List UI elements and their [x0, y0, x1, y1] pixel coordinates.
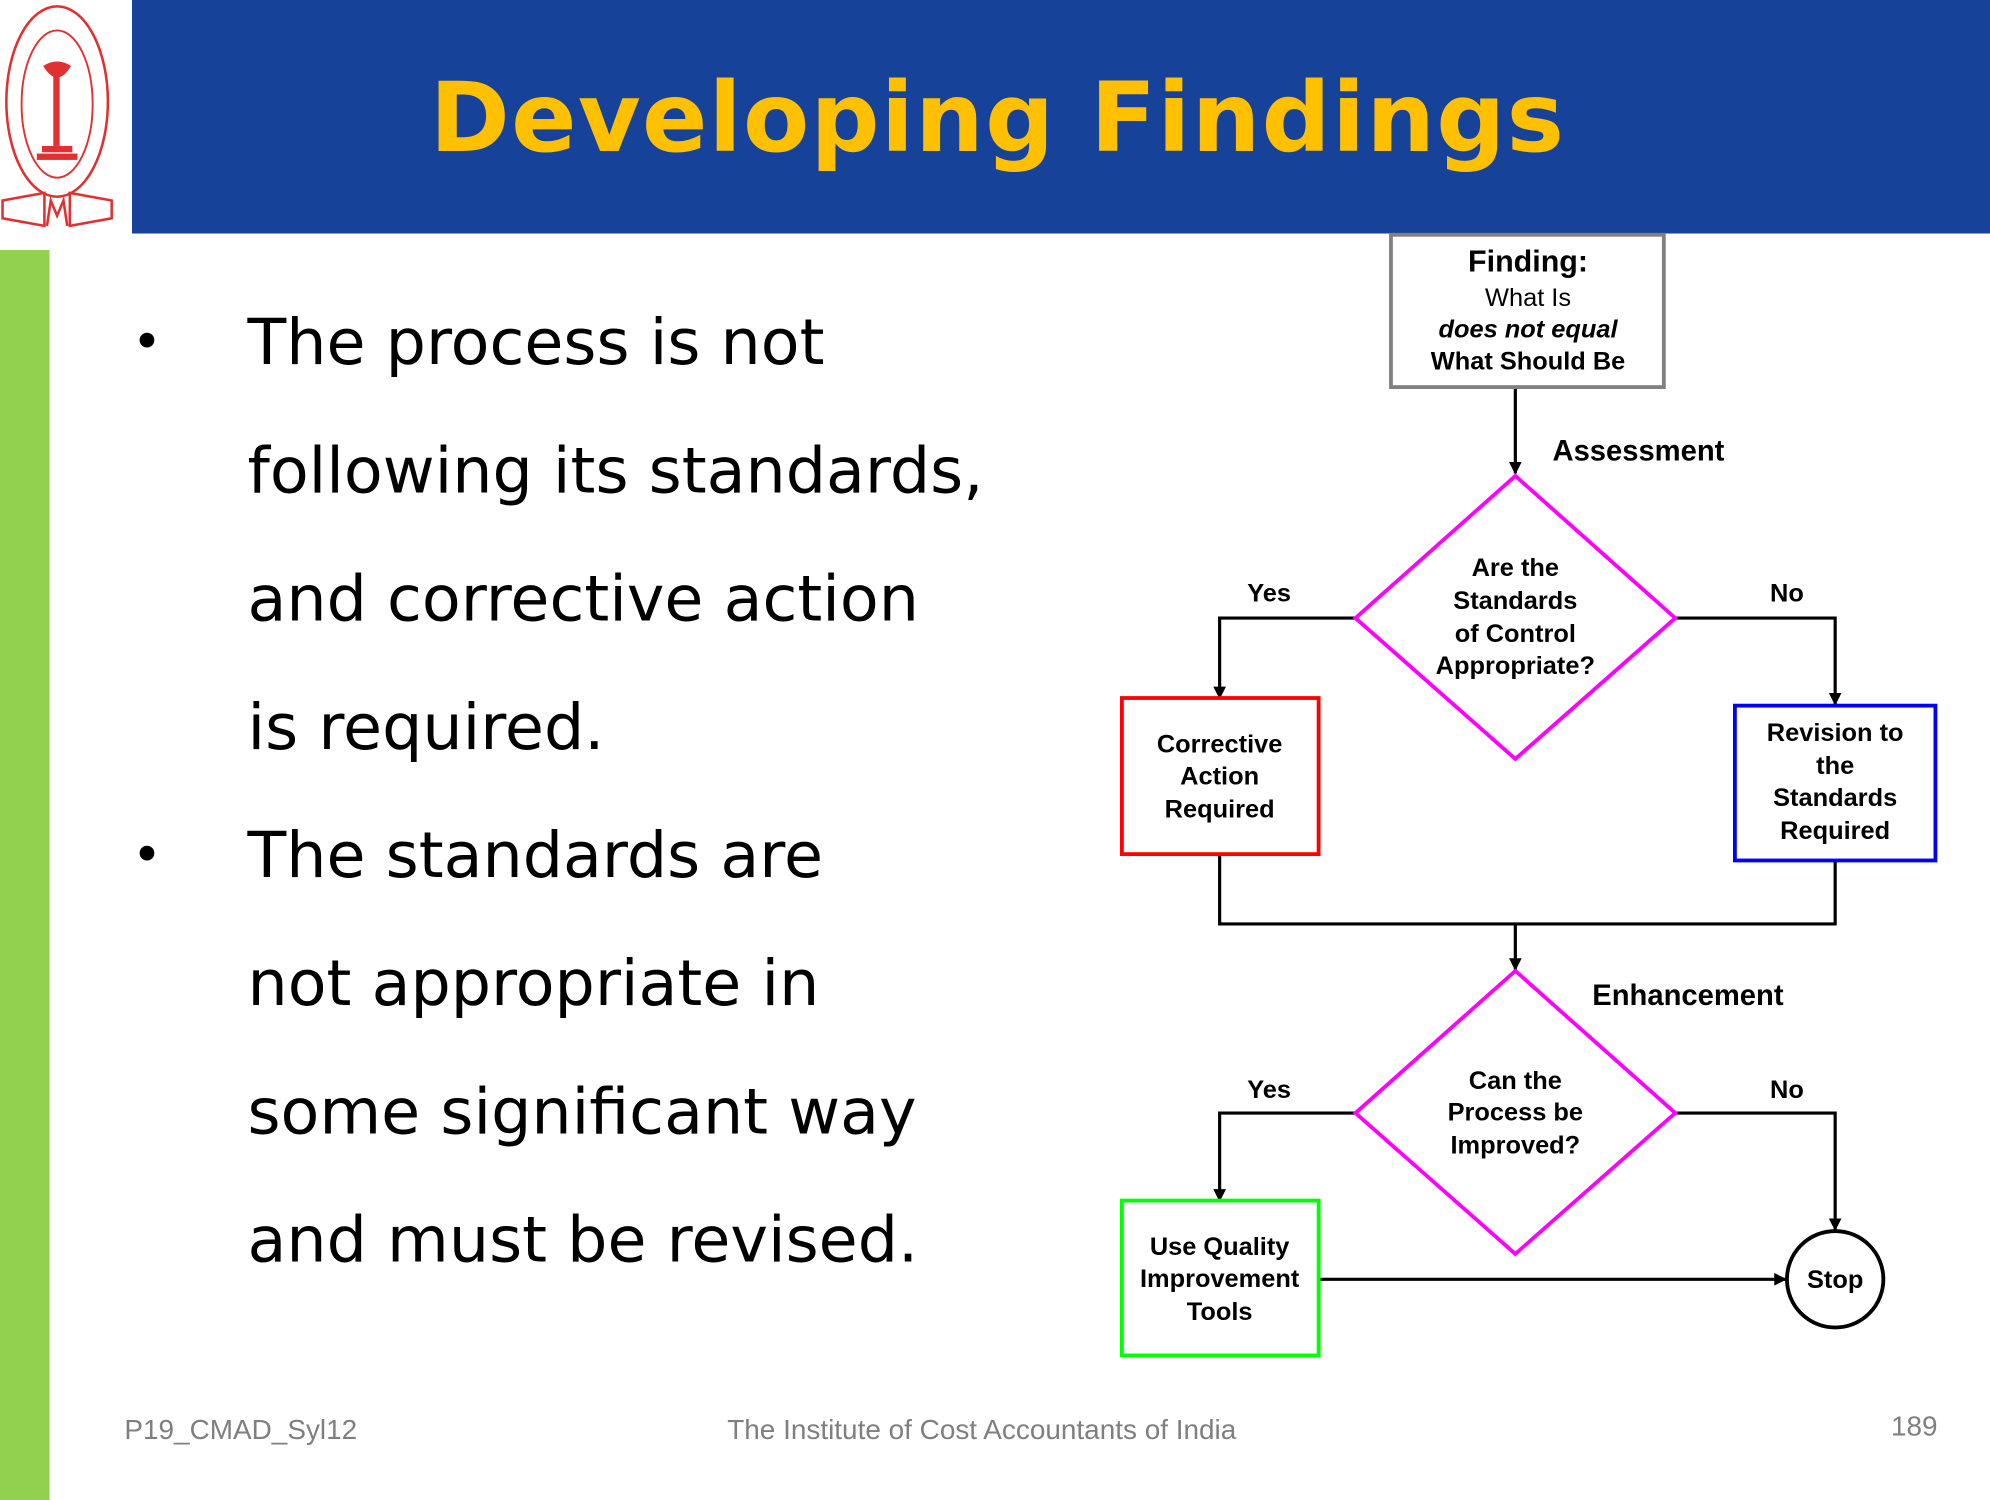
finding-box — [1389, 232, 1666, 389]
bullet-line: not appropriate in — [247, 946, 820, 1021]
institute-logo — [0, 0, 117, 234]
bullet-line: is required. — [247, 690, 605, 765]
stop-label: Stop — [1807, 1266, 1863, 1294]
box-text: Action — [1180, 762, 1259, 790]
footer-institute: The Institute of Cost Accountants of Ind… — [727, 1413, 1237, 1446]
revision-box — [1732, 703, 1938, 863]
footer-code: P19_CMAD_Syl12 — [124, 1413, 358, 1446]
decision-text: Are the — [1472, 554, 1559, 582]
quality-tools-box — [1120, 1198, 1321, 1358]
page-number: 189 — [1891, 1410, 1938, 1442]
box-text: Tools — [1187, 1298, 1253, 1326]
box-text: the — [1816, 752, 1854, 780]
finding-text: What Should Be — [1431, 347, 1626, 375]
decision-text: Appropriate? — [1436, 652, 1595, 680]
bullet-line: and must be revised. — [247, 1203, 919, 1277]
decision-text: of Control — [1455, 620, 1576, 648]
decision-process-improved — [1352, 968, 1679, 1257]
decision-text: Standards — [1453, 587, 1577, 615]
bullet-line: and corrective action — [247, 562, 919, 636]
no-label: No — [1770, 580, 1804, 608]
yes-label: Yes — [1247, 1076, 1291, 1104]
bullet-item: • The process is not following its stand… — [127, 279, 1015, 792]
bullet-list: • The process is not following its stand… — [127, 279, 1015, 1304]
yes-label: Yes — [1247, 580, 1291, 608]
arrow-yes-2 — [1213, 1111, 1356, 1202]
accent-bar — [0, 250, 50, 1500]
arrow-no-1 — [1675, 616, 1842, 706]
box-text: Use Quality — [1150, 1233, 1290, 1261]
finding-title: Finding: — [1468, 245, 1588, 279]
box-text: Required — [1165, 795, 1275, 823]
enhancement-label: Enhancement — [1592, 980, 1784, 1012]
box-text: Improvement — [1140, 1265, 1300, 1293]
box-text: Required — [1780, 817, 1890, 845]
decision-text: Can the — [1469, 1067, 1562, 1095]
no-label: No — [1770, 1076, 1804, 1104]
bullet-dot: • — [131, 826, 162, 885]
box-text: Revision to — [1767, 719, 1904, 747]
assessment-label: Assessment — [1553, 436, 1725, 468]
finding-text: What Is — [1485, 284, 1571, 312]
bullet-line: The standards are — [247, 818, 823, 893]
title-banner: Developing Findings — [131, 0, 1990, 234]
bullet-line: following its standards, — [247, 434, 984, 508]
box-text: Standards — [1773, 784, 1897, 812]
stop-terminal — [1785, 1229, 1886, 1330]
arrow-no-2 — [1675, 1111, 1842, 1232]
corrective-action-box — [1120, 696, 1321, 857]
bullet-item: • The standards are not appropriate in s… — [127, 792, 1015, 1305]
bullet-dot: • — [131, 313, 162, 372]
decision-text: Improved? — [1450, 1132, 1580, 1160]
decision-standards-appropriate — [1352, 473, 1679, 762]
arrow-yes-1 — [1213, 616, 1356, 700]
bullet-line: The process is not — [247, 305, 825, 380]
decision-text: Process be — [1448, 1099, 1583, 1127]
connectors — [1213, 388, 1842, 1286]
bullet-line: some significant way — [247, 1074, 917, 1149]
slide-title: Developing Findings — [429, 60, 1566, 174]
finding-text: does not equal — [1439, 316, 1619, 344]
box-text: Corrective — [1157, 731, 1283, 759]
join-line — [1218, 854, 1837, 926]
